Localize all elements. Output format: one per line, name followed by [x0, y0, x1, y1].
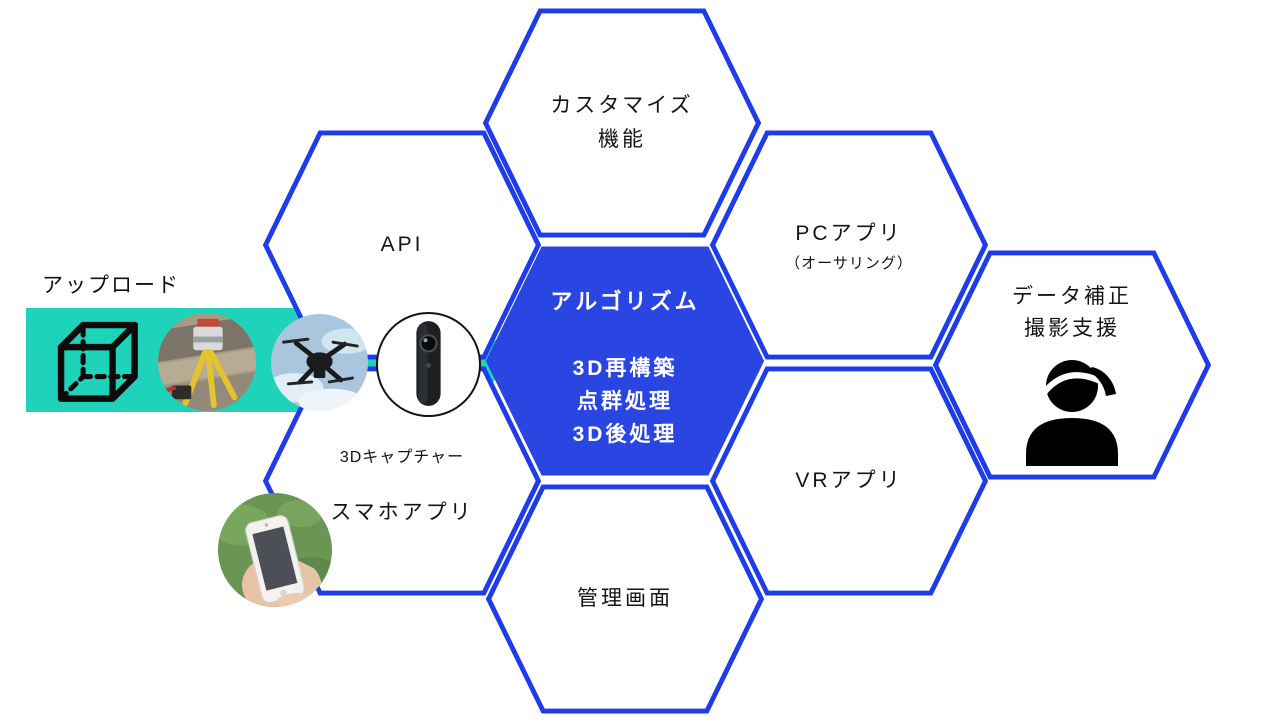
hexagon-algorithm: アルゴリズム 3D再構築 点群処理 3D後処理: [485, 246, 765, 476]
algorithm-line-3: 3D後処理: [572, 423, 678, 446]
hexagon-outline: [709, 366, 989, 596]
algorithm-line-2: 点群処理: [577, 390, 673, 413]
laser-scanner-photo: [158, 313, 256, 411]
algorithm-capabilities: 3D再構築 点群処理 3D後処理: [485, 352, 765, 451]
hexagon-admin-screen-label: 管理画面: [577, 587, 673, 610]
algorithm-title: アルゴリズム: [550, 289, 700, 314]
hexagon-data-correction-content: データ補正 撮影支援: [932, 250, 1212, 480]
data-correction-label-2: 撮影支援: [1024, 317, 1120, 340]
drone-photo: [271, 314, 368, 411]
algorithm-line-1: 3D再構築: [572, 357, 678, 380]
smartphone-in-hand-photo: [218, 493, 332, 607]
data-correction-label-1: データ補正: [1012, 285, 1132, 308]
hexagon-data-correction: データ補正 撮影支援: [932, 250, 1212, 480]
person-silhouette-icon: [1026, 360, 1118, 466]
hexagon-outline: [482, 8, 762, 238]
hexagon-outline: [485, 484, 765, 714]
3d-cube-wireframe-icon: [57, 321, 138, 402]
hexagon-customize: カスタマイズ機能: [482, 8, 762, 238]
hexagon-filled: [485, 246, 765, 476]
pc-app-label: PCアプリ: [795, 222, 903, 245]
hexagon-api-label: API: [380, 233, 424, 256]
hexagon-pc-app: PCアプリ （オーサリング）: [709, 130, 989, 360]
hexagon-vr-app-label: VRアプリ: [795, 469, 903, 492]
smartphone-app-label: スマホアプリ: [330, 501, 474, 524]
360-camera-photo: [376, 312, 481, 417]
hexagon-vr-app: VRアプリ: [709, 366, 989, 596]
hexagon-admin-screen: 管理画面: [485, 484, 765, 714]
hexagon-outline: [709, 130, 989, 360]
hexagon-pc-app-text: PCアプリ （オーサリング）: [709, 130, 989, 360]
hexagon-customize-label: カスタマイズ機能: [550, 94, 694, 151]
smartphone-capture-caption: 3Dキャプチャー: [339, 449, 465, 466]
pc-app-sublabel: （オーサリング）: [785, 255, 913, 272]
upload-label: アップロード: [42, 274, 180, 297]
